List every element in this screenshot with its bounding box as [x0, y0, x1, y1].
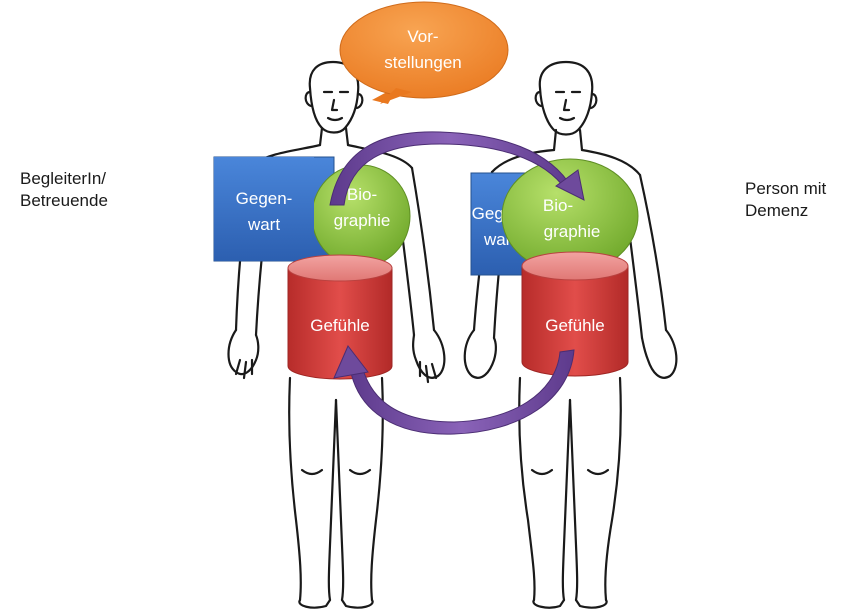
caregiver-label-line-1: BegleiterIn/ [20, 168, 108, 190]
left-present-front-line-2: wart [247, 215, 280, 234]
bubble-line-2: stellungen [384, 53, 462, 72]
right-biography-line-1: Bio- [543, 196, 573, 215]
caregiver-label-line-2: Betreuende [20, 190, 108, 212]
right-feelings-label: Gefühle [545, 316, 605, 335]
left-present-front-line-1: Gegen- [236, 189, 293, 208]
left-feelings-label: Gefühle [310, 316, 370, 335]
person-label-line-1: Person mit [745, 178, 826, 200]
person-with-dementia-label: Person mit Demenz [745, 178, 826, 222]
left-present-box-front [214, 157, 314, 261]
left-biography-line-1: Bio- [347, 185, 377, 204]
left-feelings-cylinder: Gefühle [288, 255, 392, 379]
bubble-line-1: Vor- [407, 27, 438, 46]
left-biography-ellipse: Bio- graphie [312, 165, 410, 267]
caregiver-label: BegleiterIn/ Betreuende [20, 168, 108, 212]
left-biography-line-2: graphie [334, 211, 391, 230]
right-biography-line-2: graphie [544, 222, 601, 241]
imagination-speech-bubble: Vor- stellungen [340, 2, 508, 104]
right-feelings-cylinder: Gefühle [522, 252, 628, 376]
person-label-line-2: Demenz [745, 200, 826, 222]
